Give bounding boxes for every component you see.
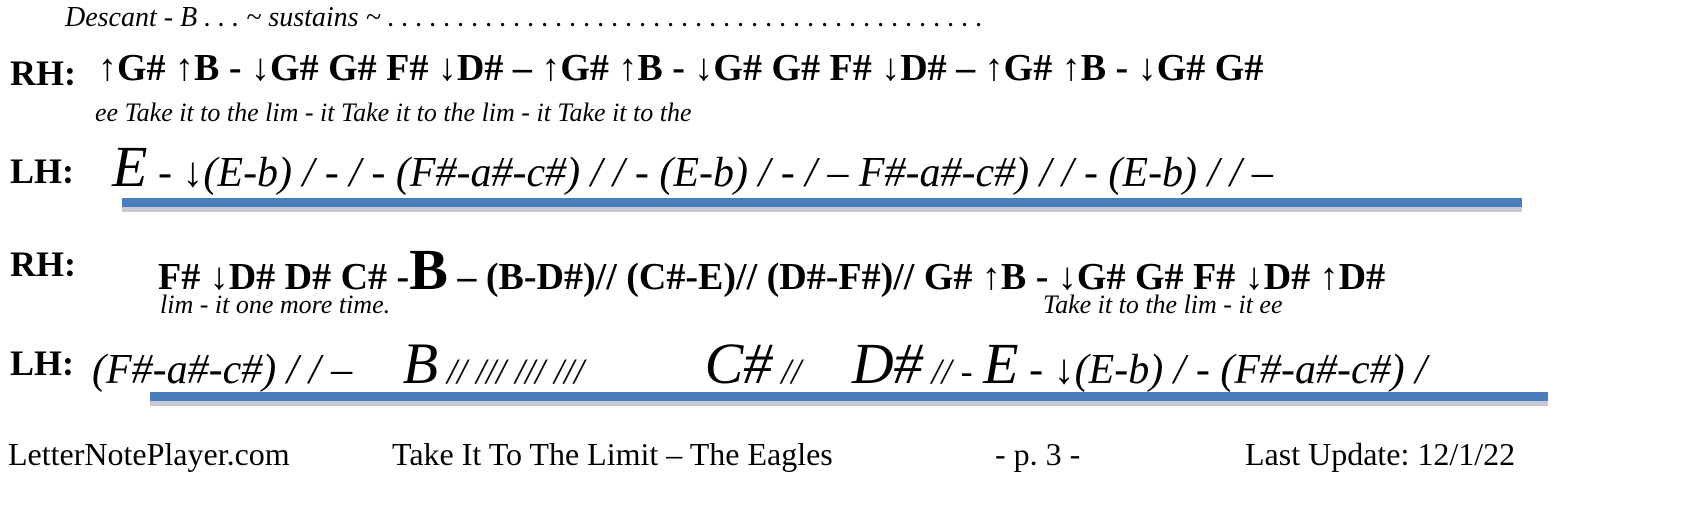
descant-line: Descant - B . . . ~ sustains ~ . . . . .… <box>65 2 983 33</box>
system2-rh-part-c: – (B-D#)// (C#-E)// (D#-F#)// G# ↑B - ↓G… <box>447 256 1386 298</box>
system2-lh-dsharp-pattern: // - <box>922 351 973 391</box>
system2-rh-big-b: B <box>409 237 448 302</box>
system1-rh-notes: ↑G# ↑B - ↓G# G# F# ↓D# – ↑G# ↑B - ↓G# G#… <box>98 47 1264 89</box>
system2-lyrics-b: Take it to the lim - it ee <box>1043 290 1283 319</box>
lh-label-2: LH: <box>10 343 75 383</box>
system2-rh-notes: F# ↓D# D# C# -B – (B-D#)// (C#-E)// (D#-… <box>158 236 1385 303</box>
footer-page-number: - p. 3 - <box>995 436 1081 472</box>
footer-last-update: Last Update: 12/1/22 <box>1245 436 1516 472</box>
system2-lh-dsharp: D# <box>851 331 923 396</box>
system1-lh-notes: E - ↓(E-b) / - / - (F#-a#-c#) / / - (E-b… <box>112 133 1273 200</box>
system2-lh-csharp: C# <box>704 331 773 396</box>
system2-lh-notes: (F#-a#-c#) / / – B // /// /// /// C# // … <box>92 330 1427 397</box>
lh-label: LH: <box>10 151 75 191</box>
system2-lh-csharp-pattern: // <box>772 351 802 391</box>
system2-rh-part-a: F# ↓D# D# C# - <box>158 256 410 298</box>
rh-label-2: RH: <box>10 244 76 284</box>
system2-lh-e: E <box>983 331 1019 396</box>
footer-song-title: Take It To The Limit – The Eagles <box>392 436 833 472</box>
system2-lh-b: B <box>402 331 439 396</box>
footer-site: LetterNotePlayer.com <box>8 436 290 472</box>
system1-lyrics: ee Take it to the lim - it Take it to th… <box>95 98 692 127</box>
system2-divider-bar <box>150 392 1548 401</box>
system1-divider-bar <box>122 198 1522 207</box>
system1-lh-lead-note: E <box>112 134 148 199</box>
system2-lh-b-pattern: // /// /// /// <box>438 351 585 391</box>
system2-lyrics-a: lim - it one more time. <box>160 290 391 319</box>
system1-lh-pattern: - ↓(E-b) / - / - (F#-a#-c#) / / - (E-b) … <box>147 150 1273 196</box>
rh-label: RH: <box>10 53 76 93</box>
system2-lh-part-a: (F#-a#-c#) / / – <box>92 347 353 393</box>
system2-lh-tail: - ↓(E-b) / - (F#-a#-c#) / <box>1018 347 1427 393</box>
